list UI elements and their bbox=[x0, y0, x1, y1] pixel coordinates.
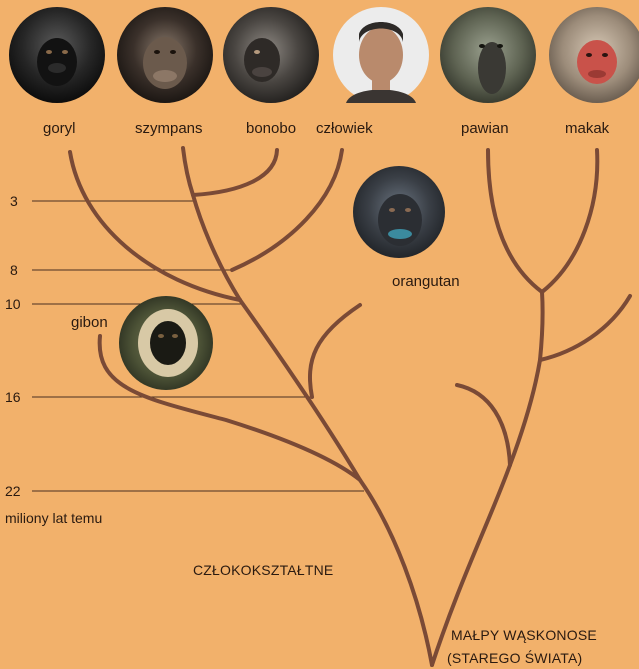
label-orangutan: orangutan bbox=[392, 273, 460, 290]
label-gorilla: goryl bbox=[43, 120, 76, 137]
portrait-bonobo bbox=[223, 7, 319, 103]
group-label-old-world-1: MAŁPY WĄSKONOSE bbox=[451, 627, 597, 643]
group-label-apes: CZŁOKOKSZTAŁTNE bbox=[193, 562, 334, 578]
tree-branches bbox=[68, 146, 632, 667]
label-human: człowiek bbox=[316, 120, 373, 137]
label-baboon: pawian bbox=[461, 120, 509, 137]
time-unit-label: miliony lat temu bbox=[5, 510, 103, 526]
orangutan-branch bbox=[307, 303, 362, 399]
label-bonobo: bonobo bbox=[246, 120, 297, 137]
human-branch bbox=[230, 148, 344, 272]
tick-22: 22 bbox=[5, 483, 21, 499]
label-chimpanzee: szympans bbox=[135, 120, 203, 137]
gibbon-branch bbox=[97, 334, 362, 482]
portrait-chimpanzee bbox=[117, 7, 213, 103]
bonobo-branch bbox=[191, 148, 279, 197]
portrait-baboon bbox=[440, 7, 536, 103]
tick-3: 3 bbox=[10, 193, 18, 209]
tick-8: 8 bbox=[10, 262, 18, 278]
tick-10: 10 bbox=[5, 296, 21, 312]
old-world-trunk bbox=[430, 290, 545, 667]
time-guides bbox=[32, 200, 364, 492]
portrait-macaque bbox=[549, 7, 639, 103]
label-macaque: makak bbox=[565, 120, 610, 137]
tick-16: 16 bbox=[5, 389, 21, 405]
baboon-branch bbox=[486, 148, 544, 294]
label-gibbon: gibon bbox=[71, 314, 108, 331]
macaque-branch bbox=[540, 148, 600, 294]
side-branch-right bbox=[538, 294, 632, 362]
gorilla-branch bbox=[68, 150, 242, 302]
portrait-human bbox=[333, 7, 429, 103]
portrait-gibbon bbox=[119, 296, 213, 390]
portrait-orangutan bbox=[353, 166, 445, 258]
portrait-gorilla bbox=[9, 7, 105, 103]
side-branch-left bbox=[455, 383, 512, 467]
group-label-old-world-2: (STAREGO ŚWIATA) bbox=[447, 650, 583, 666]
